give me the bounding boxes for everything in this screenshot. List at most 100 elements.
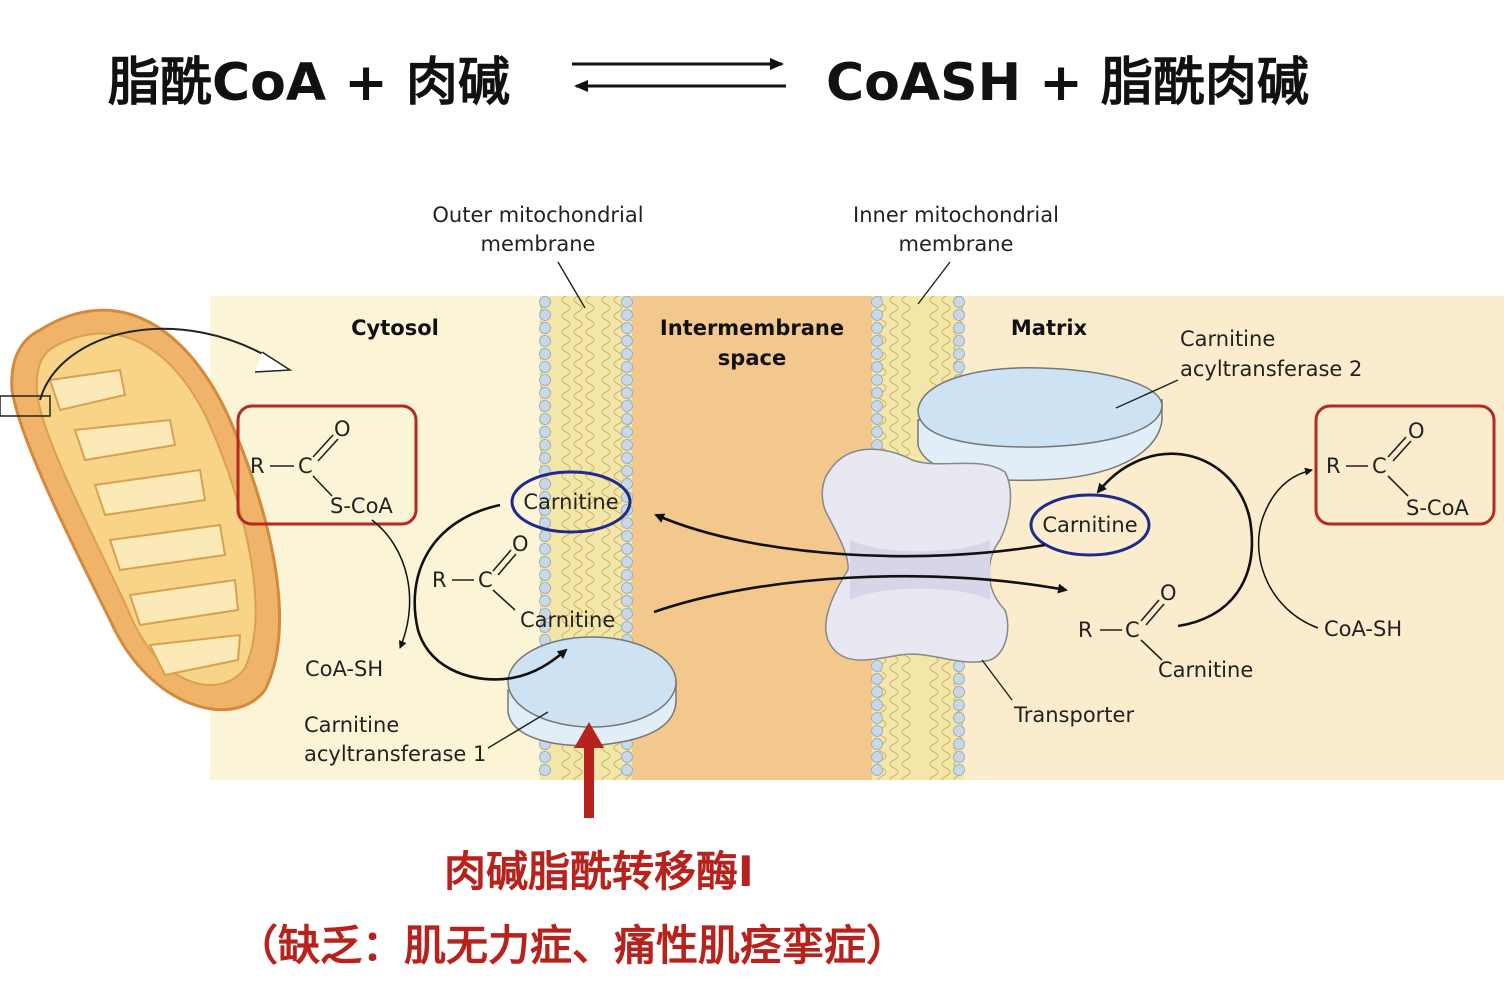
lipid-head: [871, 348, 883, 360]
cat2-label-2: acyltransferase 2: [1180, 357, 1362, 381]
atom-o-matrix: O: [1160, 581, 1177, 605]
lipid-head: [953, 361, 965, 373]
lipid-head: [871, 764, 883, 776]
lipid-head: [539, 569, 551, 581]
lipid-head: [539, 452, 551, 464]
lipid-head: [621, 387, 633, 399]
equilibrium-arrows: [572, 58, 786, 92]
lipid-head: [539, 478, 551, 490]
lipid-head: [621, 374, 633, 386]
lipid-head: [539, 439, 551, 451]
lipid-head: [539, 322, 551, 334]
lipid-head: [539, 621, 551, 633]
atom-c-cytosol: C: [478, 568, 493, 592]
lipid-head: [539, 361, 551, 373]
carnitine-highlight-cytosol: [510, 470, 632, 534]
red-arrow: [574, 722, 604, 818]
lipid-head: [621, 764, 633, 776]
cat2-enzyme: [917, 367, 1163, 482]
lipid-head: [621, 621, 633, 633]
lipid-head: [871, 751, 883, 763]
lipid-head: [953, 712, 965, 724]
lipid-head: [539, 335, 551, 347]
cat1-label-1: Carnitine: [304, 713, 399, 737]
carnitine-label-matrix: Carnitine: [1042, 513, 1137, 537]
lipid-head: [539, 543, 551, 555]
cat2-label-1: Carnitine: [1180, 327, 1275, 351]
lipid-head: [621, 751, 633, 763]
deficiency-annotation: （缺乏：肌无力症、痛性肌痉挛症）: [236, 921, 909, 970]
lipid-head: [953, 764, 965, 776]
acyl-carnitine-label-cytosol: Carnitine: [520, 608, 615, 632]
enzyme-annotation: 肉碱脂酰转移酶I: [444, 847, 754, 896]
structure-bonds: [270, 434, 1412, 661]
lipid-head: [539, 348, 551, 360]
lipid-head: [953, 309, 965, 321]
outer-membrane-label-2: membrane: [481, 232, 596, 256]
lipid-head: [621, 413, 633, 425]
outer-membrane-label-1: Outer mitochondrial: [432, 203, 643, 227]
lipid-head: [621, 452, 633, 464]
lipid-head: [871, 322, 883, 334]
lipid-head: [621, 335, 633, 347]
inner-membrane-label-2: membrane: [899, 232, 1014, 256]
lipid-head: [871, 712, 883, 724]
lipid-head: [539, 530, 551, 542]
acyl-coa-box-left: [236, 404, 418, 526]
acyl-coa-box-right: [1314, 404, 1496, 526]
equation-right: CoASH + 脂酰肉碱: [826, 53, 1309, 113]
coa-sh-label-matrix: CoA-SH: [1324, 617, 1402, 641]
atom-c-right: C: [1372, 454, 1387, 478]
lipid-head: [539, 413, 551, 425]
lipid-head: [539, 764, 551, 776]
lipid-head: [871, 699, 883, 711]
lipid-head: [871, 660, 883, 672]
lipid-head: [621, 426, 633, 438]
lipid-head: [871, 374, 883, 386]
lipid-head: [539, 608, 551, 620]
lipid-head: [621, 400, 633, 412]
lipid-head: [953, 673, 965, 685]
lipid-head: [539, 400, 551, 412]
lipid-head: [871, 309, 883, 321]
lipid-head: [539, 309, 551, 321]
s-coa-label-right: S-CoA: [1406, 496, 1469, 520]
lipid-head: [871, 361, 883, 373]
reaction-arrows: [371, 452, 1319, 681]
lipid-head: [953, 322, 965, 334]
lipid-head: [871, 296, 883, 308]
lipid-head: [621, 309, 633, 321]
lipid-head: [621, 543, 633, 555]
lipid-head: [621, 582, 633, 594]
lipid-head: [953, 348, 965, 360]
lipid-head: [539, 582, 551, 594]
lipid-head: [621, 608, 633, 620]
atom-o-right: O: [1408, 419, 1425, 443]
intermembrane-label-2: space: [718, 346, 786, 370]
lipid-head: [621, 595, 633, 607]
lipid-head: [539, 595, 551, 607]
lipid-head: [953, 725, 965, 737]
lipid-head: [871, 738, 883, 750]
atom-r-cytosol: R: [432, 568, 447, 592]
lipid-head: [539, 426, 551, 438]
lipid-head: [539, 387, 551, 399]
atom-c-matrix: C: [1125, 618, 1140, 642]
lipid-head: [953, 686, 965, 698]
lipid-head: [539, 504, 551, 516]
atom-o-cytosol: O: [512, 532, 529, 556]
lipid-head: [871, 400, 883, 412]
s-coa-label-left: S-CoA: [330, 494, 393, 518]
atom-r-matrix: R: [1078, 618, 1093, 642]
acyl-carnitine-label-matrix: Carnitine: [1158, 658, 1253, 682]
lipid-head: [539, 751, 551, 763]
lipid-head: [621, 348, 633, 360]
lipid-head: [871, 387, 883, 399]
lipid-head: [953, 335, 965, 347]
lipid-head: [953, 296, 965, 308]
cat1-enzyme: [507, 636, 677, 747]
carnitine-label-cytosol: Carnitine: [523, 490, 618, 514]
atom-r-right: R: [1326, 454, 1341, 478]
lipid-head: [539, 556, 551, 568]
